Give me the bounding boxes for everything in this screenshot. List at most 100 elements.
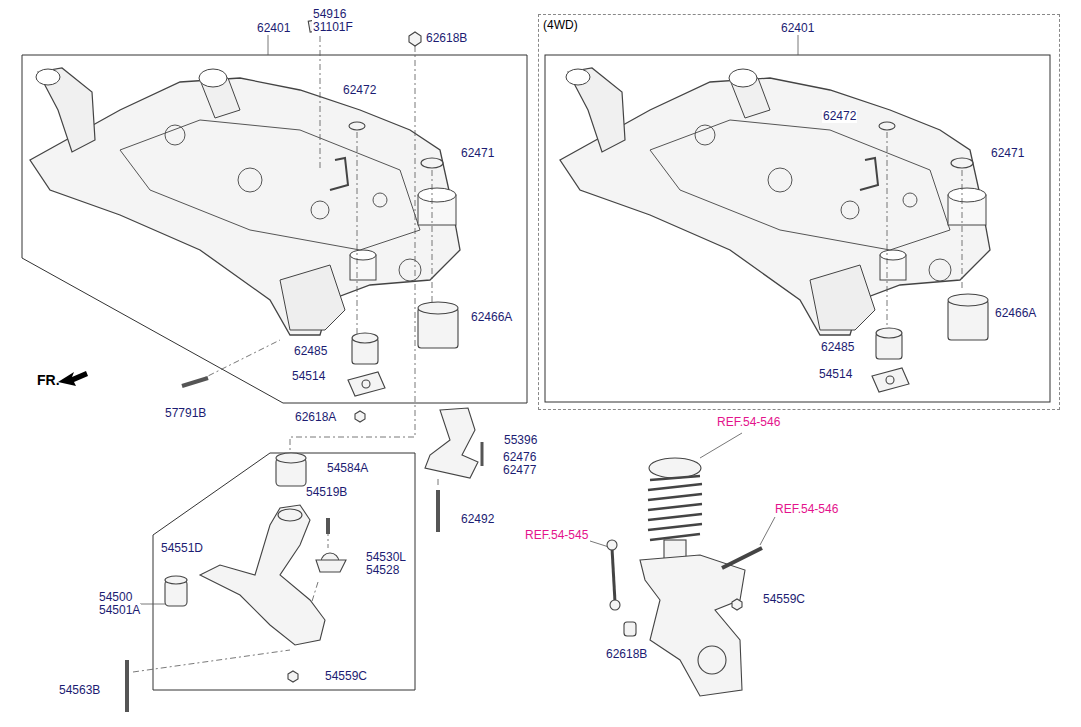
leader-lines xyxy=(962,170,963,290)
small-parts xyxy=(425,408,478,478)
leader-solid xyxy=(760,517,775,545)
small-parts xyxy=(127,19,988,712)
callout-number: 62477 xyxy=(502,464,537,477)
callout-number: 62472 xyxy=(342,84,377,97)
callout-number: 62485 xyxy=(820,341,855,354)
callout-number: 62472 xyxy=(822,110,857,123)
strut-assembly xyxy=(732,599,742,610)
variant-box: (4WD) xyxy=(538,14,1060,410)
callout-number: 62618A xyxy=(294,411,337,424)
callout-number: 62492 xyxy=(460,513,495,526)
small-parts xyxy=(352,333,378,343)
callout-number: 62401 xyxy=(780,22,815,35)
callout-number: 54559C xyxy=(324,670,368,683)
callout-number: 54514 xyxy=(818,368,853,381)
parts-illustration xyxy=(560,68,990,335)
callout-number: 54584A xyxy=(326,462,369,475)
callout-number: 54500 xyxy=(98,591,133,604)
leader-lines xyxy=(887,132,888,330)
leader-solid xyxy=(268,34,269,55)
small-parts xyxy=(326,518,330,534)
callout-number: 54559C xyxy=(762,593,806,606)
callout-number: 54551D xyxy=(160,542,204,555)
leader-solid xyxy=(798,34,799,55)
leader-lines xyxy=(290,46,415,456)
strut-assembly xyxy=(648,476,702,540)
callout-number: 31101F xyxy=(312,21,354,34)
strut-assembly xyxy=(722,548,762,568)
callout-number: 57791B xyxy=(164,407,207,420)
strut-assembly xyxy=(610,600,620,610)
small-parts xyxy=(348,372,385,396)
callout-number: 62466A xyxy=(994,307,1037,320)
small-parts xyxy=(876,328,902,338)
variant-heading: (4WD) xyxy=(543,19,578,32)
small-parts xyxy=(481,442,484,466)
small-parts xyxy=(886,376,894,384)
callout-number: 62485 xyxy=(293,345,328,358)
callout-number: 54514 xyxy=(291,370,326,383)
callout-number: 54501A xyxy=(98,604,141,617)
reference-label: REF.54-545 xyxy=(524,529,589,542)
leader-lines xyxy=(357,132,358,338)
small-parts xyxy=(200,505,325,645)
parts-illustration xyxy=(30,68,460,335)
callout-number: 62466A xyxy=(470,311,513,324)
strut-assembly xyxy=(612,548,615,602)
callout-number: 62618B xyxy=(605,648,648,661)
frame-outline xyxy=(22,55,1050,690)
small-parts xyxy=(276,453,306,463)
callout-number: 54563B xyxy=(58,684,101,697)
small-parts xyxy=(421,158,443,168)
callout-number: 54916 xyxy=(312,8,347,21)
reference-label: REF.54-546 xyxy=(716,416,781,429)
strut-assembly xyxy=(607,540,617,550)
frame-outline xyxy=(22,55,527,403)
strut-assembly xyxy=(698,646,726,674)
leader-solid xyxy=(140,34,798,604)
leader-lines xyxy=(133,650,290,672)
strut-assembly xyxy=(649,458,701,478)
callout-number: 55396 xyxy=(503,434,538,447)
small-parts xyxy=(951,158,973,168)
leader-solid xyxy=(700,433,742,458)
leader-lines xyxy=(320,36,321,170)
small-parts xyxy=(349,122,365,130)
small-parts xyxy=(278,509,302,521)
small-parts xyxy=(872,368,909,392)
front-arrow xyxy=(58,371,88,386)
direction-label: FR. xyxy=(36,374,61,387)
callout-number: 62471 xyxy=(460,147,495,160)
small-parts xyxy=(362,380,370,388)
small-parts xyxy=(355,411,365,422)
callout-number: 54528 xyxy=(365,564,400,577)
front-arrow xyxy=(58,371,88,386)
small-parts xyxy=(288,671,298,682)
strut-assembly xyxy=(640,555,745,696)
strut-assembly xyxy=(624,622,636,636)
small-parts xyxy=(125,660,129,712)
small-parts xyxy=(409,32,421,46)
leader-lines xyxy=(438,478,439,485)
frame-outline xyxy=(545,55,1050,402)
leader-lines xyxy=(432,170,433,305)
leader-lines xyxy=(196,340,280,382)
callout-number: 54530L xyxy=(365,551,407,564)
callout-number: 62476 xyxy=(502,451,537,464)
frame-outline xyxy=(153,453,415,690)
small-parts xyxy=(182,378,208,386)
small-parts xyxy=(948,294,988,306)
leader-lines xyxy=(133,36,962,672)
small-parts xyxy=(316,560,346,572)
callout-number: 62471 xyxy=(990,147,1025,160)
callout-number: 54519B xyxy=(305,486,348,499)
leader-solid xyxy=(140,604,168,605)
small-parts xyxy=(418,302,458,314)
small-parts xyxy=(165,576,187,584)
callout-number: 62401 xyxy=(256,22,291,35)
callout-number: 62618B xyxy=(425,32,468,45)
small-parts xyxy=(879,122,895,130)
reference-label: REF.54-546 xyxy=(774,503,839,516)
